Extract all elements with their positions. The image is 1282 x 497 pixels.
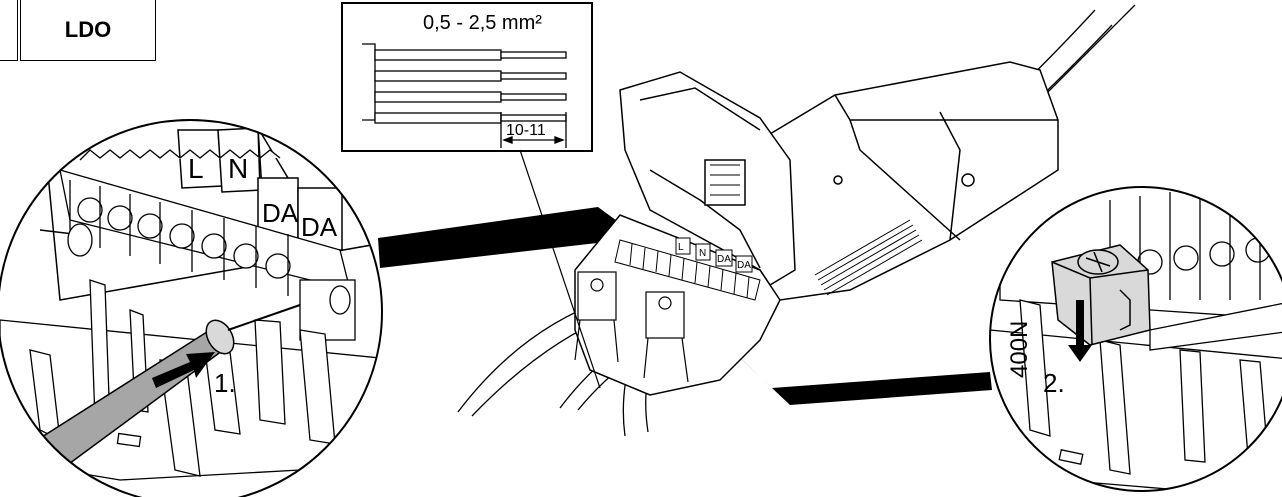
terminal-label-da1: DA bbox=[262, 198, 299, 228]
terminal-label-da2: DA bbox=[301, 212, 338, 242]
left-edge-box bbox=[0, 0, 18, 61]
model-label: LDO bbox=[64, 16, 112, 42]
step-1-label: 1. bbox=[214, 368, 236, 398]
terminal-label-n: N bbox=[228, 153, 248, 184]
zoom-connector-left bbox=[378, 207, 640, 268]
vent-grill bbox=[814, 219, 923, 296]
step-2-label: 2. bbox=[1043, 368, 1065, 398]
device-label-n: N bbox=[699, 248, 706, 259]
press-down-arrow-icon bbox=[1068, 300, 1092, 362]
terminal-label-l: L bbox=[188, 153, 204, 184]
cross-section-label: 0,5 - 2,5 mm² bbox=[423, 12, 542, 34]
wire-strip-inset: 0,5 - 2,5 mm² 10-11 bbox=[341, 2, 601, 389]
wire-entry-holes bbox=[77, 197, 291, 279]
device-label-l: L bbox=[678, 242, 684, 253]
zoom-right: 400N 2. bbox=[989, 186, 1282, 492]
device-label-da1: DA bbox=[717, 254, 731, 265]
model-label-box: LDO bbox=[20, 0, 156, 61]
strip-length-label: 10-11 bbox=[506, 122, 546, 139]
device-terminal-labels: L N DA DA bbox=[678, 242, 751, 271]
push-arrow-icon bbox=[152, 352, 215, 388]
strain-relief-clamps bbox=[574, 271, 689, 383]
zoom-left: L N DA DA bbox=[0, 119, 383, 497]
device-terminal-strip bbox=[614, 237, 761, 301]
device-label-da2: DA bbox=[737, 260, 751, 271]
zoom-connector-right bbox=[690, 310, 992, 405]
force-label: 400N bbox=[1006, 321, 1033, 378]
